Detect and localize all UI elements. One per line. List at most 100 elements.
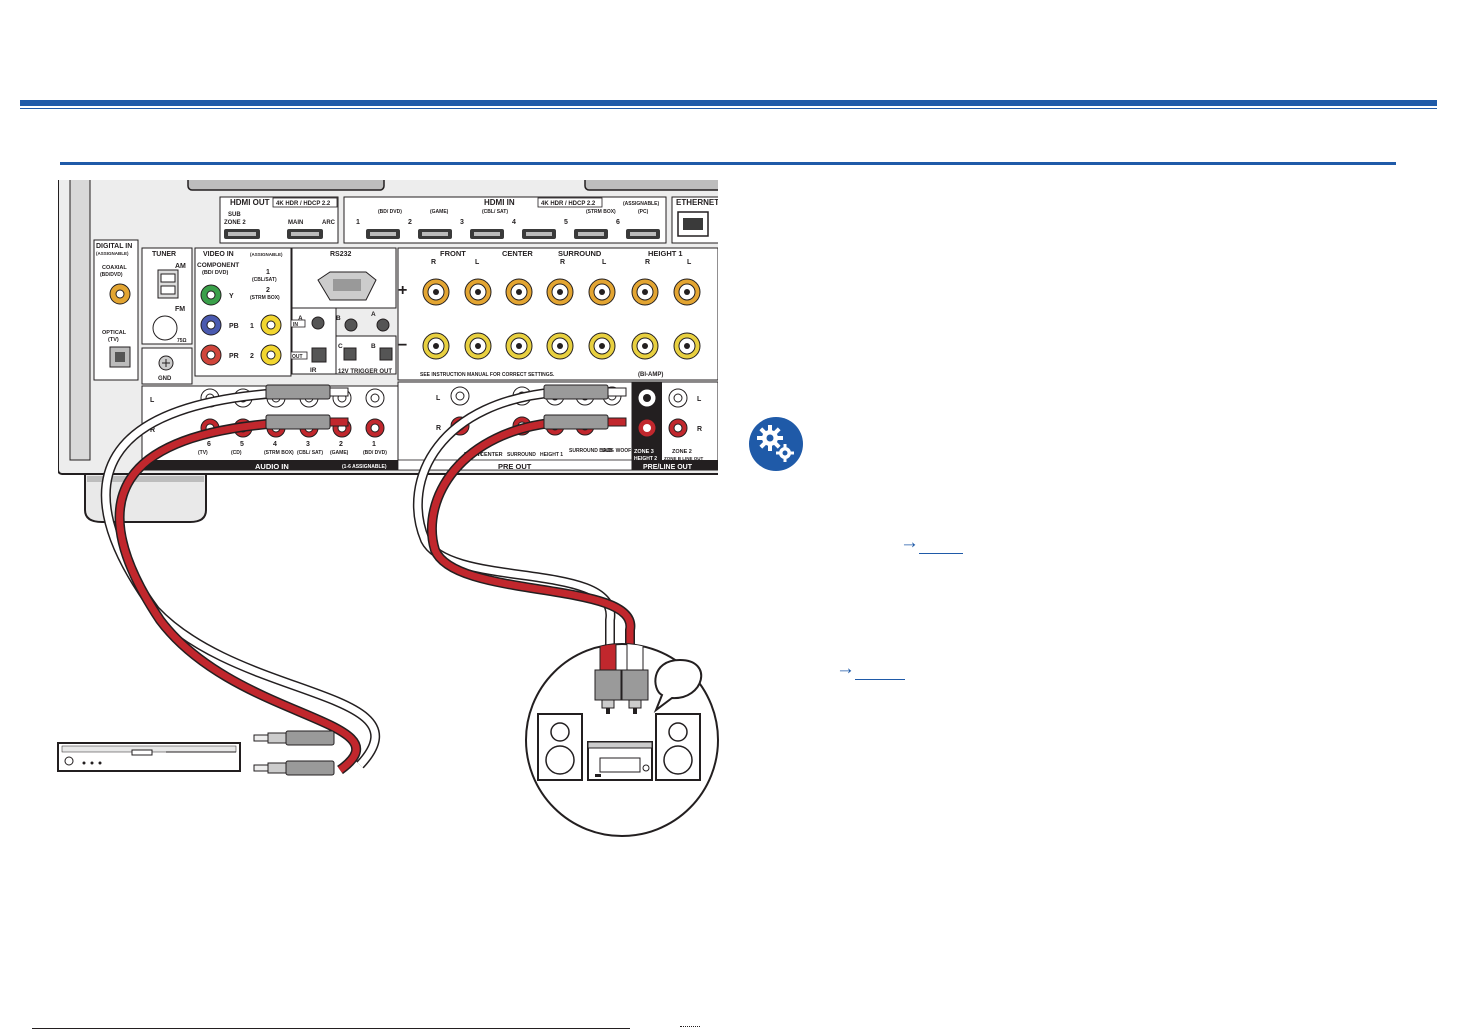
zone2-jack-icon [668, 388, 688, 408]
speaker-binding-post-icon [546, 278, 574, 306]
coaxial-jack-icon [109, 283, 131, 305]
trigger-title: 12V TRIGGER OUT [338, 369, 392, 375]
audio-in-assignable: (1-6 ASSIGNABLE) [342, 464, 387, 470]
hdmi-out-title: HDMI OUT [230, 198, 270, 207]
coaxial-label: COAXIAL [102, 265, 127, 271]
component-y-jack-icon [200, 284, 222, 306]
hdmi-port-icon [224, 229, 260, 239]
zone3-sub: HEIGHT 2 [634, 456, 657, 462]
zone2-l: L [697, 396, 702, 403]
page-reference-number [855, 679, 905, 680]
rca-plug-zone [594, 644, 649, 714]
tuner-am: AM [175, 263, 186, 270]
media-player-device [57, 742, 241, 772]
zone3-jack-icon [637, 388, 657, 408]
audio-in-number: 1 [372, 441, 376, 448]
ethernet-port-icon [677, 211, 709, 237]
audio-in-jack-icon [365, 388, 385, 408]
hdmi-in-port-number: 2 [408, 219, 412, 226]
speaker-note: SEE INSTRUCTION MANUAL FOR CORRECT SETTI… [420, 372, 555, 378]
audio-in-tag: (CBL/ SAT) [297, 450, 323, 456]
page-reference-link[interactable]: → [836, 658, 905, 680]
hdmi-in-port-number: 4 [512, 219, 516, 226]
component-label: COMPONENT [197, 262, 239, 269]
pre-out-center: CENTER [480, 452, 503, 458]
page-reference-link[interactable]: → [900, 532, 963, 554]
audio-in-tag: (CD) [231, 450, 242, 456]
composite-jack-icon [260, 344, 282, 366]
rca-plug-red [543, 414, 627, 430]
hdmi-in-port-number: 5 [564, 219, 568, 226]
speaker-binding-post-icon [464, 332, 492, 360]
optical-tag: (TV) [108, 337, 119, 343]
bi-amp-label: (BI-AMP) [638, 372, 663, 378]
component-pr: PR [229, 353, 239, 360]
connection-diagram: HDMI OUT 4K HDR / HDCP 2.2 SUB ZONE 2 MA… [57, 180, 719, 837]
ir-title: IR [310, 367, 317, 374]
zone2-jack-icon [668, 418, 688, 438]
audio-in-r: R [150, 427, 155, 434]
preline-out-title: PRE/LINE OUT [643, 464, 693, 471]
zone3-label: ZONE 3 [634, 449, 654, 455]
digital-in-assignable: (ASSIGNABLE) [96, 251, 129, 256]
tuner-ohm: 75Ω [177, 338, 187, 344]
audio-in-jack-icon [365, 418, 385, 438]
amplifier-unit-icon [587, 741, 653, 781]
audio-in-number: 3 [306, 441, 310, 448]
speech-bubble-icon [653, 658, 703, 713]
pre-out-r: R [436, 425, 441, 432]
composite-c2: 2 [250, 353, 254, 360]
audio-in-number: 4 [273, 441, 277, 448]
hdmi-out-zone2: ZONE 2 [224, 220, 246, 226]
speaker-binding-post-icon [673, 332, 701, 360]
speaker-binding-post-icon [588, 278, 616, 306]
speaker-front-r: R [431, 259, 436, 266]
speaker-height1-label: HEIGHT 1 [648, 249, 683, 258]
speaker-surround-l: L [602, 259, 607, 266]
header-rule [20, 100, 1437, 109]
trigger-jack-icon [376, 318, 390, 332]
hdmi-port-icon [366, 229, 400, 239]
footer-rule [32, 1028, 630, 1029]
component-pr-jack-icon [200, 344, 222, 366]
audio-in-tag: (STRM BOX) [264, 450, 294, 456]
speaker-binding-post-icon [464, 278, 492, 306]
composite-1: 1 [266, 269, 270, 276]
gear-settings-icon [749, 417, 803, 471]
gnd-label: GND [158, 376, 172, 382]
zone3-jack-icon [637, 418, 657, 438]
gnd-screw-icon [158, 355, 174, 371]
rs232-label: RS232 [330, 251, 352, 258]
footer-mark [680, 1026, 700, 1030]
pre-out-surround: SURROUND [507, 452, 536, 458]
hdmi-port-icon [470, 229, 504, 239]
video-in-assignable: (ASSIGNABLE) [250, 252, 283, 257]
hdmi-out-sub: SUB [228, 212, 241, 218]
coaxial-tag: (BD/DVD) [100, 272, 123, 278]
speaker-center-label: CENTER [502, 249, 533, 258]
speaker-left-icon [537, 713, 583, 781]
ir-a-label: A [298, 315, 303, 322]
hdmi-port-icon [522, 229, 556, 239]
audio-in-l: L [150, 397, 155, 404]
hdmi-in-port-number: 3 [460, 219, 464, 226]
zone2-sub: ZONE B LINE OUT [664, 456, 704, 461]
fm-antenna-jack-icon [152, 315, 178, 341]
audio-in-number: 2 [339, 441, 343, 448]
rca-cable-zone3 [412, 384, 636, 650]
composite-c1: 1 [250, 323, 254, 330]
hdmi-in-port-tag: (PC) [638, 209, 649, 215]
speaker-binding-post-icon [673, 278, 701, 306]
receiver-rear-panel: HDMI OUT 4K HDR / HDCP 2.2 SUB ZONE 2 MA… [58, 180, 718, 475]
speaker-front-label: FRONT [440, 249, 466, 258]
pre-out-l: L [436, 395, 441, 402]
tuner-title: TUNER [152, 251, 176, 258]
speaker-height1-r: R [645, 259, 650, 266]
arrow-right-icon: → [900, 532, 919, 553]
audio-in-number: 6 [207, 441, 211, 448]
rs232-port-icon [317, 271, 377, 301]
zone-audio-system [525, 643, 719, 837]
component-tag: (BD/ DVD) [202, 270, 228, 276]
rca-plug-source [253, 730, 335, 776]
zone2-r: R [697, 426, 702, 433]
